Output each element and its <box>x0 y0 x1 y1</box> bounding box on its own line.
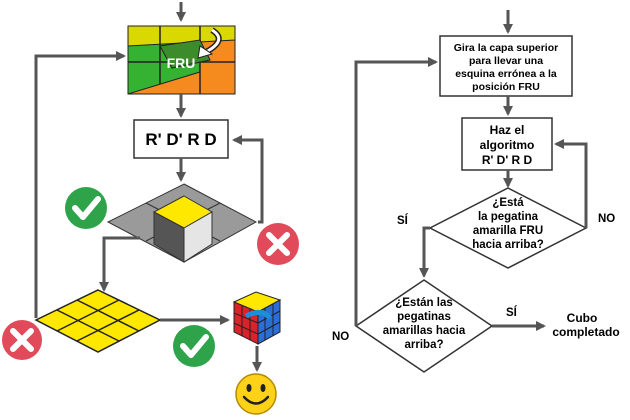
decision2-line-3: amarillas hacia <box>383 325 466 337</box>
loop-to-start-arrow <box>34 51 126 318</box>
cross-icon-lower <box>2 320 42 360</box>
decision2-line-1: ¿Están las <box>395 297 453 309</box>
algorithm-label: R' D' R D <box>145 130 216 149</box>
step1-line-3: esquina errónea a la <box>455 68 557 80</box>
step1-line-1: Gira la capa superior <box>454 42 558 54</box>
fru-label: FRU <box>167 55 196 71</box>
no-loop-arrow-2 <box>354 57 438 326</box>
decision1-diamond <box>428 187 588 269</box>
decision1-line-2: la pegatina <box>478 211 539 223</box>
no-label-1: NO <box>598 213 615 225</box>
algorithm-box <box>133 119 229 159</box>
right-flow: Gira la capa superior para llevar una es… <box>332 10 620 373</box>
cross-icon-upper <box>257 223 299 265</box>
step2-line-1: Haz el <box>490 123 525 137</box>
step1-line-4: posición FRU <box>472 81 540 93</box>
cube-fru-image: FRU <box>127 25 236 95</box>
corner-cube-image <box>106 183 258 263</box>
check-icon-upper <box>65 187 107 229</box>
no-label-2: NO <box>332 331 349 343</box>
smiley-icon <box>235 373 277 415</box>
yes-label-1: SÍ <box>397 214 409 227</box>
left-flow: FRU R' D' R D <box>2 2 299 415</box>
step2-line-3: R' D' R D <box>482 153 533 167</box>
step1-line-2: para llevar una <box>469 55 543 67</box>
decision2-diamond <box>354 279 494 373</box>
decision1-line-3: amarilla FRU <box>473 225 543 237</box>
yes-arrow-1 <box>419 226 430 278</box>
decision2-line-4: arriba? <box>405 339 444 351</box>
step2-line-2: algoritmo <box>480 138 535 152</box>
decision1-line-4: hacia arriba? <box>472 239 544 251</box>
decision2-line-2: pegatinas <box>397 311 451 323</box>
step2-box <box>461 117 553 171</box>
end-line-1: Cubo <box>567 311 598 325</box>
arrow-to-top-face <box>99 236 140 292</box>
end-line-2: completado <box>552 325 619 339</box>
check-icon-lower <box>173 325 215 367</box>
loop-back-arrow <box>232 135 264 224</box>
no-loop-arrow-1 <box>554 139 588 228</box>
decision1-line-1: ¿Está <box>492 197 524 209</box>
step1-box <box>439 35 573 97</box>
solved-cube-image <box>232 291 282 345</box>
yes-label-2: SÍ <box>506 306 518 319</box>
yellow-top-face <box>34 289 162 353</box>
